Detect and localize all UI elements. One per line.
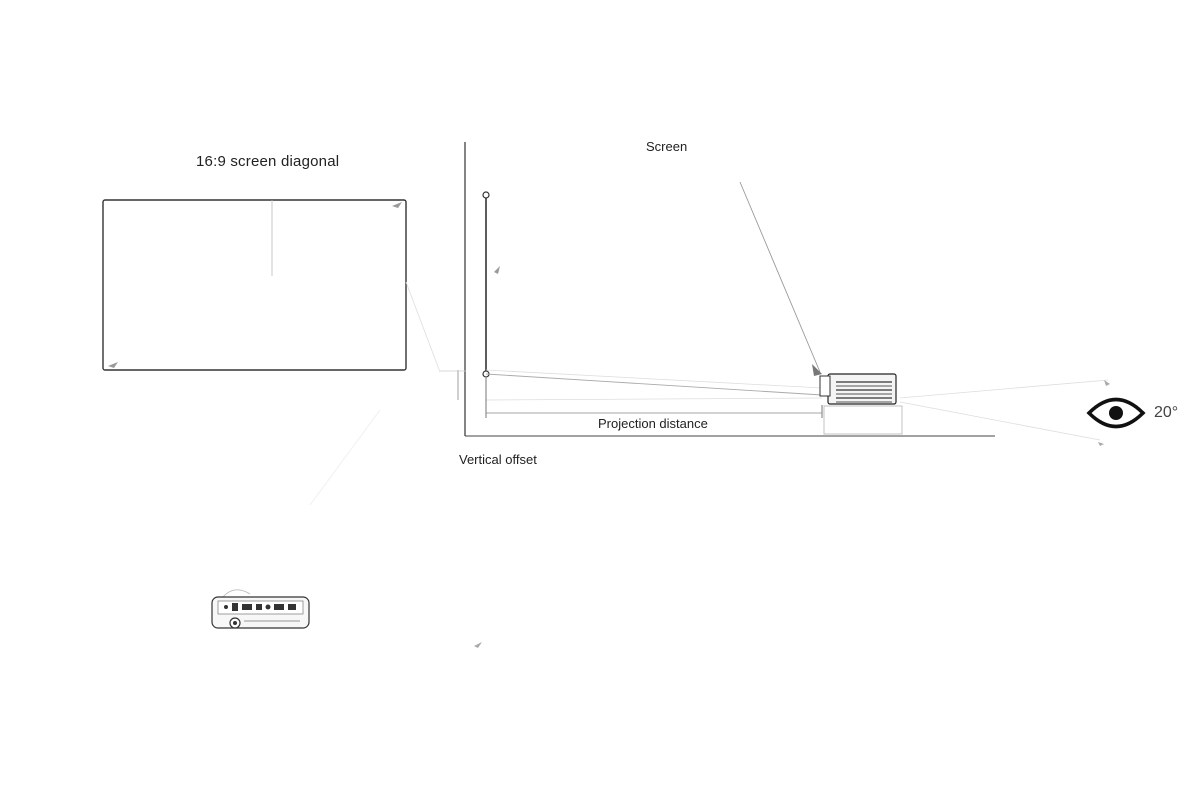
projection-distance-dimension: [485, 378, 823, 418]
projector-rear-icon: [211, 589, 310, 629]
eye-icon: [1086, 397, 1146, 429]
viewing-angle-label: 20°: [1154, 404, 1179, 421]
vertical-offset-label: Vertical offset: [459, 452, 537, 467]
front-view-screen: [102, 199, 441, 373]
projection-distance-label: Projection distance: [598, 416, 708, 431]
projector-side-icon: [819, 373, 903, 435]
projection-rays: [485, 181, 823, 401]
screen-diagonal-label: 16:9 screen diagonal: [196, 153, 340, 170]
viewing-angle-lines: [899, 379, 1110, 446]
side-view-screen: [482, 191, 500, 378]
faint-marks: [309, 409, 482, 648]
screen-label: Screen: [646, 139, 688, 154]
side-view-axes: [440, 142, 995, 437]
